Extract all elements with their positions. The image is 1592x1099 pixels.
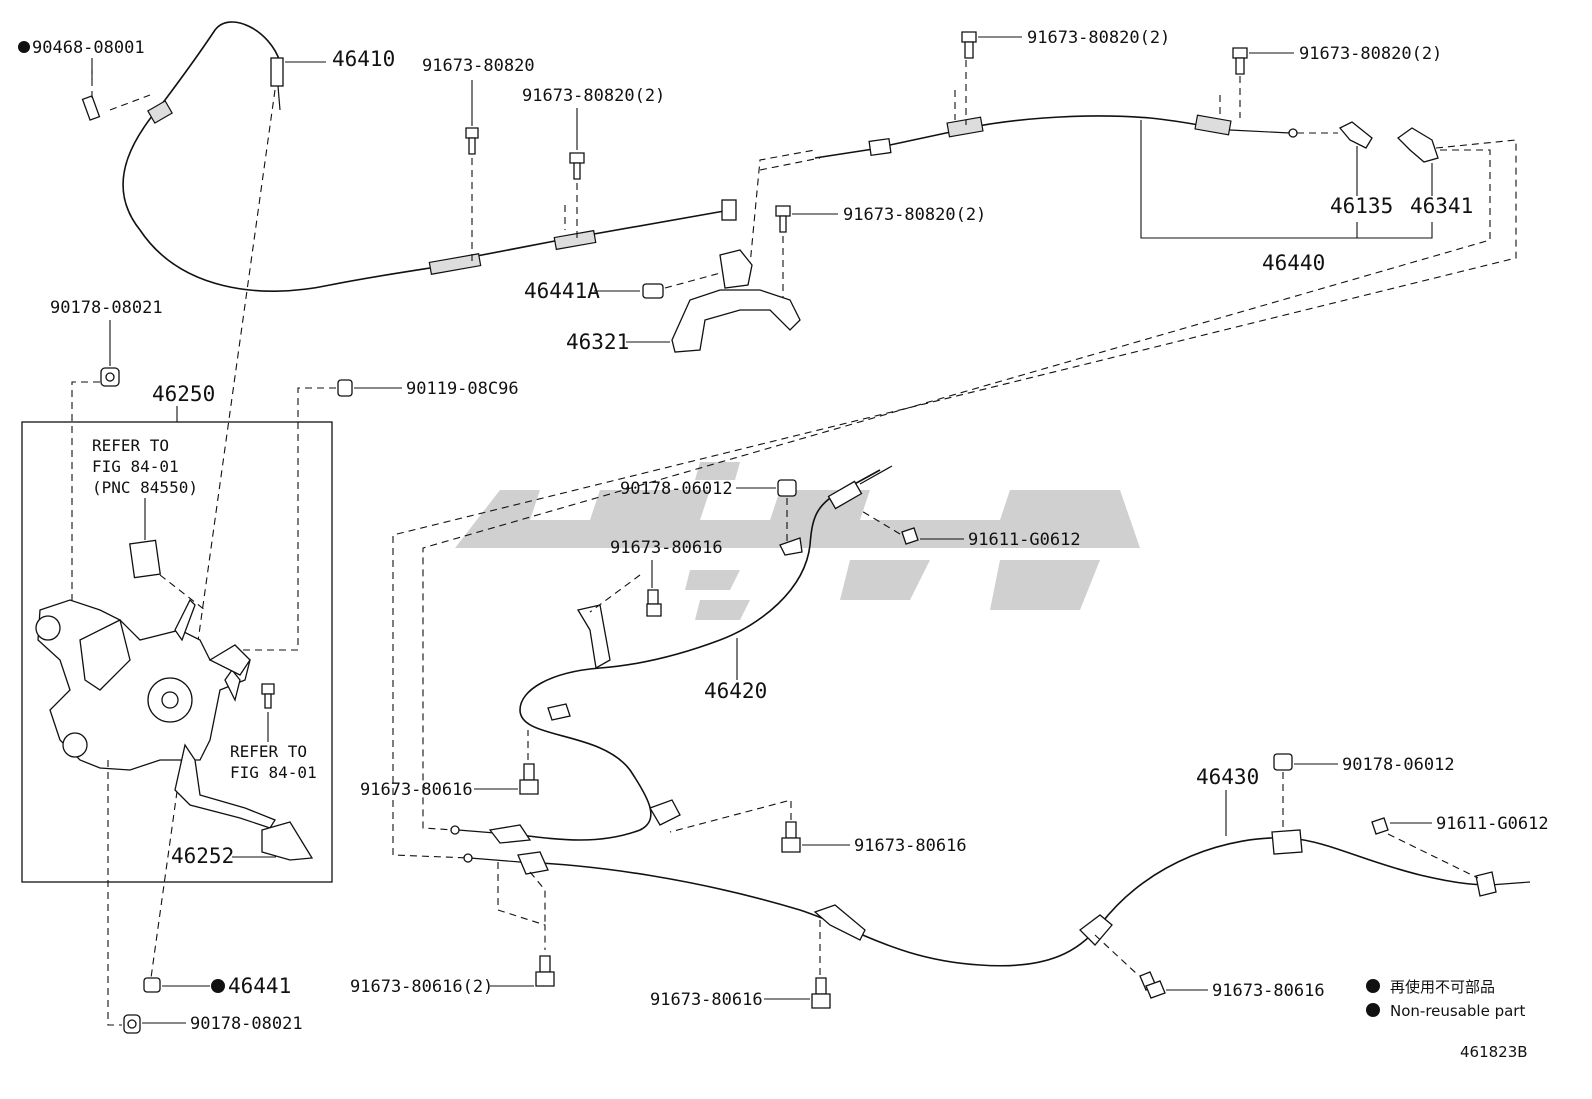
bolt-91673-80616-b: 91673-80616 <box>360 730 539 800</box>
watermark-logo <box>455 462 1140 620</box>
non-reusable-marker-icon <box>18 41 30 53</box>
label-46440: 46440 <box>1262 251 1325 275</box>
cable-46420: 46420 <box>450 465 893 844</box>
cable-end-fitting <box>1475 871 1497 897</box>
dashed-guide-right-2 <box>422 149 1491 831</box>
label-90119: 90119-08C96 <box>406 379 519 399</box>
label-46321: 46321 <box>566 330 629 354</box>
bolt-91673-80820-2c: 91673-80820(2) <box>954 28 1170 125</box>
assembly-frame-46250 <box>21 421 333 883</box>
cable-end-yoke <box>721 199 737 221</box>
cable-46430: 46430 <box>463 765 1531 967</box>
label-46410: 46410 <box>332 47 395 71</box>
cable-bracket-2 <box>553 229 597 251</box>
refer-note-2-line1: REFER TO <box>230 742 307 761</box>
bolt-91673-80616-d: 91673-80616 <box>650 920 831 1010</box>
part-46341: 46341 <box>1396 127 1473 218</box>
label-91673-80820-a: 91673-80820 <box>422 56 535 76</box>
bolt-91673-80820-2d: 91673-80820(2) <box>1219 44 1442 118</box>
label-91673-80616-c: 91673-80616 <box>854 836 967 856</box>
bolt-91673-80616-2: 91673-80616(2) <box>350 862 555 997</box>
bolt-91673-80820-2b: 91673-80820(2) <box>775 205 986 310</box>
clip-90468: 90468-08001 <box>18 38 151 121</box>
bolt-91673-80820-a: 91673-80820 <box>422 56 535 262</box>
label-46430: 46430 <box>1196 765 1259 789</box>
callout-46440: 46440 <box>1140 120 1433 275</box>
label-91673-80820-2a: 91673-80820(2) <box>522 86 665 106</box>
nut-46441: 46441 <box>143 974 291 998</box>
switch-connector <box>129 539 161 579</box>
legend: 再使用不可部品 Non-reusable part <box>1366 978 1525 1020</box>
label-91673-80616-a: 91673-80616 <box>610 538 723 558</box>
cable-clip <box>147 100 173 124</box>
label-91611-a: 91611-G0612 <box>968 530 1081 550</box>
bolt-91673-80616-e: 91673-80616 <box>1094 934 1325 1001</box>
label-46252: 46252 <box>171 844 234 868</box>
pedal-pad-46252 <box>261 821 314 861</box>
pedal-assembly-46250 <box>35 539 314 861</box>
non-reusable-marker-icon <box>1366 979 1380 993</box>
bolt-91673-80820-2a: 91673-80820(2) <box>522 86 665 240</box>
label-46420: 46420 <box>704 679 767 703</box>
callout-46252: 46252 <box>171 844 276 868</box>
cable-middle-section <box>428 199 737 275</box>
part-46135: 46135 <box>1330 121 1393 218</box>
bolt-91673-80616-a: 91673-80616 <box>589 538 723 617</box>
label-90178-08021-b: 90178-08021 <box>190 1014 303 1034</box>
legend-item-jp: 再使用不可部品 <box>1390 978 1495 996</box>
label-46441A: 46441A <box>524 279 600 303</box>
bolt-91611-G0612-b: 91611-G0612 <box>1371 814 1549 879</box>
cable-end-fitting <box>827 480 863 510</box>
nut-90178-06012-a: 90178-06012 <box>620 479 797 545</box>
bracket-46321: 46321 <box>566 249 801 354</box>
label-91673-80616-b: 91673-80616 <box>360 780 473 800</box>
non-reusable-marker-icon <box>211 979 225 993</box>
non-reusable-marker-icon <box>1366 1003 1380 1017</box>
part-46441A: 46441A <box>524 149 816 303</box>
label-91673-80616-d: 91673-80616 <box>650 990 763 1010</box>
cable-46440 <box>759 114 1338 171</box>
legend-item-en: Non-reusable part <box>1390 1002 1525 1020</box>
label-90178-06012-a: 90178-06012 <box>620 479 733 499</box>
refer-note-1-line2: FIG 84-01 <box>92 457 179 476</box>
label-91611-b: 91611-G0612 <box>1436 814 1549 834</box>
nut-90119-08C96: 90119-08C96 <box>238 379 519 651</box>
nut-90178-08021-b: 90178-08021 <box>107 760 303 1034</box>
label-91673-80820-2d: 91673-80820(2) <box>1299 44 1442 64</box>
label-46135: 46135 <box>1330 194 1393 218</box>
refer-note-2-line2: FIG 84-01 <box>230 763 317 782</box>
cable-bracket <box>576 604 611 670</box>
label-91673-80820-2c: 91673-80820(2) <box>1027 28 1170 48</box>
bolt-91673-80616-c: 91673-80616 <box>669 799 967 856</box>
label-90468: 90468-08001 <box>32 38 145 58</box>
bolt-91611-G0612-a: 91611-G0612 <box>859 509 1081 550</box>
label-46341: 46341 <box>1410 194 1473 218</box>
refer-note-1-line1: REFER TO <box>92 436 169 455</box>
label-46441: 46441 <box>228 974 291 998</box>
cable-46410 <box>122 21 481 292</box>
label-90178-06012-b: 90178-06012 <box>1342 755 1455 775</box>
figure-code: 461823B <box>1460 1043 1528 1061</box>
dashed-guide-right <box>392 139 1517 859</box>
cable-bracket <box>428 253 482 275</box>
cable-end-fitting <box>270 57 284 87</box>
nut-90178-08021-a: 90178-08021 <box>50 298 163 615</box>
refer-note-1-line3: (PNC 84550) <box>92 478 198 497</box>
nut-90178-06012-b: 90178-06012 <box>1273 753 1455 832</box>
label-91673-80616-2: 91673-80616(2) <box>350 977 493 997</box>
bolt-refer-2 <box>261 683 275 742</box>
callout-46410: 46410 <box>285 47 395 71</box>
dashed-guide <box>149 89 276 986</box>
label-91673-80820-2b: 91673-80820(2) <box>843 205 986 225</box>
label-91673-80616-e: 91673-80616 <box>1212 981 1325 1001</box>
label-46250: 46250 <box>152 382 215 406</box>
label-90178-08021-a: 90178-08021 <box>50 298 163 318</box>
